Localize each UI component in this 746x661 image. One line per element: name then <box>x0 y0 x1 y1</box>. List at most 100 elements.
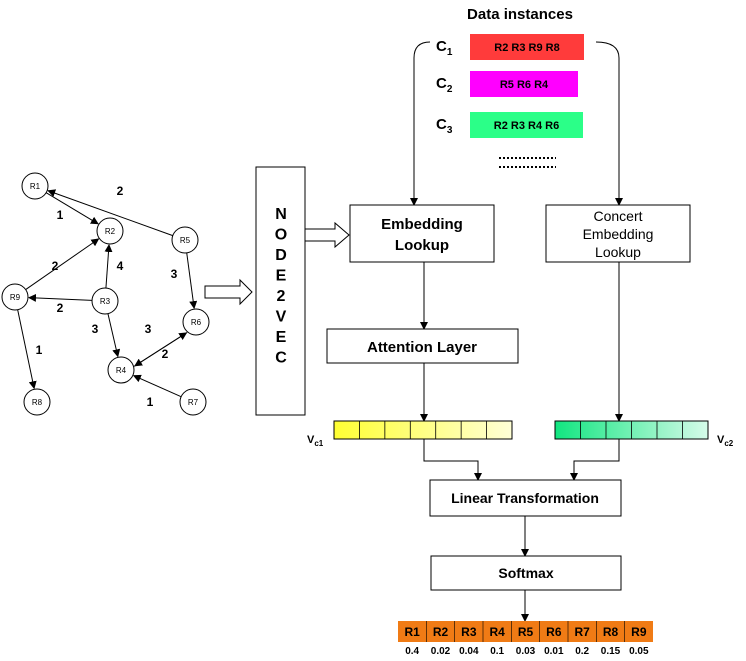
edge-weight-label: 2 <box>117 184 124 198</box>
edge-weight-label: 2 <box>57 301 64 315</box>
node-label: R8 <box>32 398 43 407</box>
node2vec-to-embedding-arrow <box>304 221 350 249</box>
output-probability: 0.02 <box>431 646 451 657</box>
graph-node-r8: R8 <box>23 388 51 416</box>
class-label: C2 <box>436 75 453 95</box>
node2vec-letter: 2 <box>277 288 286 305</box>
output-class-label: R4 <box>489 625 505 639</box>
output-probability: 0.01 <box>544 646 564 657</box>
concert-embedding-lookup-box <box>545 204 691 263</box>
graph-edge-r7-r4 <box>132 374 182 398</box>
edge-weight-label: 2 <box>162 347 169 361</box>
embedding-lookup-line2: Lookup <box>395 237 449 254</box>
output-probability: 0.04 <box>459 646 479 657</box>
graph-edge-r5-r1 <box>47 189 173 237</box>
edge-weight-label: 2 <box>52 259 59 273</box>
graph-edge-r1-r2 <box>45 192 99 225</box>
embedding-lookup-box <box>349 204 495 263</box>
node-label: R1 <box>30 182 41 191</box>
class-row-c1: C1 R2 R3 R9 R8 <box>436 34 584 60</box>
class-instance-items: R2 R3 R9 R8 <box>494 42 559 54</box>
node2vec-letter: N <box>275 206 287 223</box>
linear-transformation-box <box>429 479 622 517</box>
attention-layer-box <box>326 328 519 364</box>
output-probability: 0.15 <box>601 646 621 657</box>
output-class-label: R3 <box>461 625 477 639</box>
edge-weight-label: 3 <box>171 267 178 281</box>
node-label: R5 <box>180 236 191 245</box>
node2vec-letter: E <box>276 329 287 346</box>
graph-node-r2: R2 <box>96 217 124 245</box>
class-instance-chip <box>470 112 583 138</box>
graph-node-r7: R7 <box>179 388 207 416</box>
attention-layer-label: Attention Layer <box>367 339 477 356</box>
node2vec-letter: E <box>276 268 287 285</box>
graph-edge-r9-r8 <box>17 309 37 390</box>
graph-edge-r4-r6 <box>133 332 188 367</box>
graph-node-r3: R3 <box>91 287 119 315</box>
vc1-to-linear-arrow <box>423 439 482 481</box>
output-class-label: R8 <box>603 625 619 639</box>
graph-edge-r3-r2 <box>104 243 113 289</box>
output-probability: 0.05 <box>629 646 649 657</box>
edge-weight-label: 4 <box>117 259 124 273</box>
class-instance-chip <box>470 71 578 97</box>
node2vec-box <box>255 166 306 416</box>
edge-weight-label: 3 <box>92 322 99 336</box>
vc2-to-linear-arrow <box>570 439 620 481</box>
concert-line3: Lookup <box>595 244 641 260</box>
class-instance-items: R2 R3 R4 R6 <box>494 120 559 132</box>
output-class-label: R1 <box>404 625 420 639</box>
graph-node-r1: R1 <box>21 172 49 200</box>
node2vec-letter: C <box>275 350 287 367</box>
output-probability: 0.2 <box>575 646 589 657</box>
output-bar <box>398 621 653 642</box>
classes-to-embedding-arrow <box>410 41 431 206</box>
output-probability: 0.1 <box>490 646 504 657</box>
class-row-c2: C2 R5 R6 R4 <box>436 71 578 97</box>
linear-transformation-label: Linear Transformation <box>451 490 599 506</box>
softmax-label: Softmax <box>498 565 553 581</box>
node2vec-letter: V <box>276 309 287 326</box>
graph-node-r6: R6 <box>182 308 210 336</box>
data-instances-title: Data instances <box>467 6 573 23</box>
node-label: R4 <box>116 366 127 375</box>
softmax-box <box>430 555 622 591</box>
vc2-vector <box>554 420 709 440</box>
node2vec-letter: D <box>275 247 287 264</box>
class-instance-items: R5 R6 R4 <box>500 79 549 91</box>
node-label: R7 <box>188 398 199 407</box>
output-class-label: R9 <box>631 625 647 639</box>
node-label: R9 <box>10 293 21 302</box>
output-probability: 0.03 <box>516 646 536 657</box>
output-class-label: R2 <box>433 625 449 639</box>
node-label: R3 <box>100 297 111 306</box>
node-label: R6 <box>191 318 202 327</box>
edge-weight-label: 1 <box>36 343 43 357</box>
graph-node-r4: R4 <box>107 356 135 384</box>
graph-edge-r5-r6 <box>186 252 198 310</box>
graph-node-r9: R9 <box>1 283 29 311</box>
graph-to-node2vec-arrow <box>204 278 253 306</box>
graph-edge-r3-r4 <box>107 313 121 358</box>
output-class-label: R5 <box>518 625 534 639</box>
output-probabilities: R10.4R20.02R30.04R40.1R50.03R60.01R70.2R… <box>398 621 653 657</box>
class-label: C1 <box>436 38 453 58</box>
output-class-label: R6 <box>546 625 562 639</box>
vc2-label: Vc2 <box>717 434 734 448</box>
graph-edge-r3-r9 <box>27 293 93 302</box>
vc1-vector <box>333 420 513 440</box>
vc1-label: Vc1 <box>307 434 324 448</box>
concert-line2: Embedding <box>583 226 654 242</box>
edge-weight-label: 1 <box>147 395 154 409</box>
edge-weight-label: 1 <box>57 208 64 222</box>
output-class-label: R7 <box>574 625 590 639</box>
edge-weight-label: 3 <box>145 322 152 336</box>
embedding-lookup-line1: Embedding <box>381 216 463 233</box>
node-label: R2 <box>105 227 116 236</box>
